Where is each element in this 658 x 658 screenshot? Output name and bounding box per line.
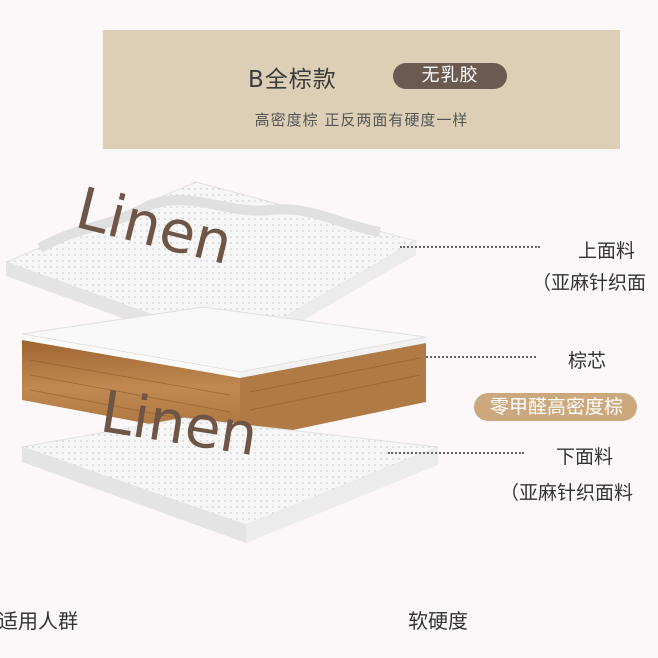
top-layer-leader-line	[400, 246, 540, 248]
suitable-users-heading: 适用人群	[0, 609, 78, 633]
top-layer-name: 上面料	[578, 240, 636, 262]
bottom-layer-name: 下面料	[556, 446, 614, 468]
core-leader-line	[426, 356, 536, 358]
product-banner: B全棕款 无乳胶 高密度棕 正反两面有硬度一样	[103, 30, 620, 149]
coir-core-layer	[21, 306, 427, 441]
banner-subtitle: 高密度棕 正反两面有硬度一样	[254, 111, 469, 129]
core-layer-name: 棕芯	[568, 350, 607, 372]
bottom-layer-leader-line	[388, 452, 524, 454]
top-layer-detail: （亚麻针织面	[532, 272, 647, 294]
banner-title: B全棕款	[248, 67, 337, 93]
no-latex-badge: 无乳胶	[393, 63, 507, 89]
firmness-heading: 软硬度	[408, 609, 468, 633]
formaldehyde-free-badge: 零甲醛高密度棕	[474, 393, 638, 421]
bottom-layer-detail: （亚麻针织面料	[500, 482, 634, 504]
bottom-fabric-layer: Linen	[20, 377, 439, 543]
